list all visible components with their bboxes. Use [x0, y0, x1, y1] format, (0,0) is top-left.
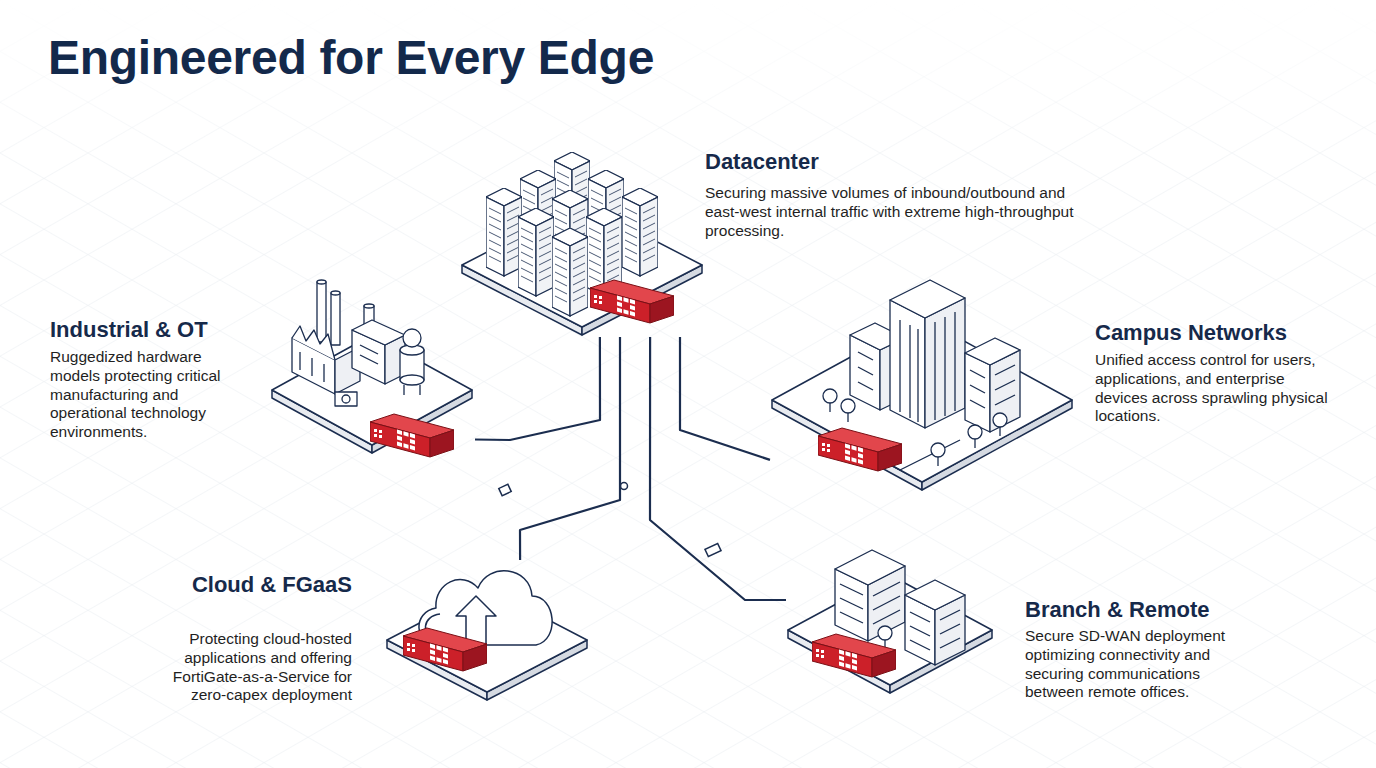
site-description: Securing massive volumes of inbound/outb… — [705, 184, 1080, 240]
network-link — [680, 337, 770, 460]
site-node: Campus NetworksUnified access control fo… — [770, 285, 1075, 492]
network-link — [520, 337, 620, 560]
site-description: Ruggedized hardware models protecting cr… — [50, 348, 250, 442]
firewall-appliance — [590, 280, 674, 323]
site-heading: Datacenter — [705, 149, 819, 175]
diagram-title: Engineered for Every Edge — [48, 30, 654, 85]
site-node: DatacenterSecuring massive volumes of in… — [460, 150, 705, 337]
site-node: Industrial & OTRuggedized hardware model… — [270, 300, 475, 455]
factory-illustration — [292, 280, 424, 406]
firewall-appliance — [370, 414, 454, 457]
site-heading: Industrial & OT — [50, 317, 208, 343]
firewall-appliance — [403, 628, 487, 671]
site-description: Secure SD-WAN deployment optimizing conn… — [1025, 627, 1257, 702]
firewall-appliance — [812, 634, 896, 677]
site-description: Protecting cloud-hosted applications and… — [150, 630, 352, 705]
site-description: Unified access control for users, applic… — [1095, 351, 1330, 426]
site-heading: Branch & Remote — [1025, 597, 1210, 623]
site-node: Cloud & FGaaSProtecting cloud-hosted app… — [385, 560, 590, 702]
junction-decor — [499, 483, 721, 557]
network-link — [475, 337, 600, 440]
site-heading: Cloud & FGaaS — [150, 572, 352, 598]
site-heading: Campus Networks — [1095, 320, 1287, 346]
firewall-appliance — [818, 428, 902, 471]
network-link — [650, 337, 786, 600]
site-node: Branch & RemoteSecure SD-WAN deployment … — [786, 550, 994, 695]
